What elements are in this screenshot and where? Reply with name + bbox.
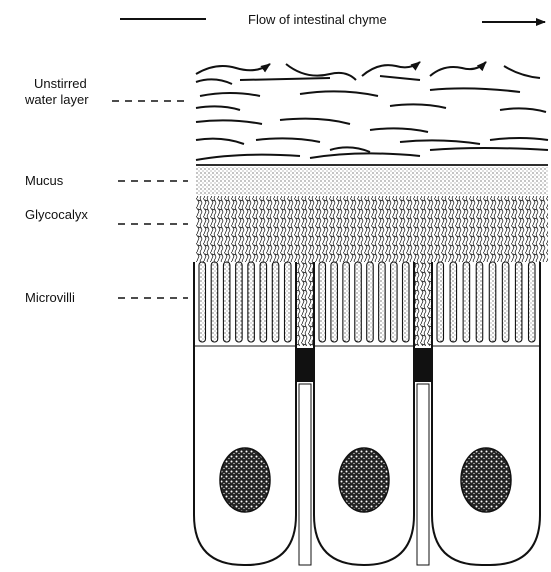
tight-junction xyxy=(415,348,431,382)
microvillus xyxy=(391,262,398,342)
microvillus xyxy=(211,262,218,342)
lateral-intercellular-space xyxy=(299,384,311,565)
label-unstirred-line2: water layer xyxy=(24,92,89,107)
microvillus xyxy=(272,262,279,342)
layer-labels: Unstirred water layer Mucus Glycocalyx M… xyxy=(24,76,190,305)
microvillus xyxy=(529,262,536,342)
microvillus xyxy=(355,262,362,342)
epithelial-cell xyxy=(432,262,540,565)
flow-label: Flow of intestinal chyme xyxy=(248,12,387,27)
microvillus xyxy=(285,262,292,342)
epithelial-cell xyxy=(194,262,296,565)
microvillus xyxy=(367,262,374,342)
flow-header: Flow of intestinal chyme xyxy=(120,12,545,27)
microvillus xyxy=(223,262,230,342)
label-mucus: Mucus xyxy=(25,173,64,188)
epithelial-cell xyxy=(314,262,414,565)
microvillus xyxy=(343,262,350,342)
microvillus xyxy=(248,262,255,342)
nucleus xyxy=(220,448,270,512)
lateral-intercellular-space xyxy=(417,384,429,565)
microvillus xyxy=(450,262,457,342)
glycocalyx-layer xyxy=(196,196,548,262)
label-glycocalyx: Glycocalyx xyxy=(25,207,88,222)
epithelial-cells xyxy=(194,262,540,565)
microvillus xyxy=(476,262,483,342)
microvillus xyxy=(236,262,243,342)
microvillus xyxy=(437,262,444,342)
intercellular-glycocalyx xyxy=(414,262,432,346)
unstirred-water-layer xyxy=(196,62,548,160)
microvillus xyxy=(463,262,470,342)
label-microvilli: Microvilli xyxy=(25,290,75,305)
label-unstirred-line1: Unstirred xyxy=(34,76,87,91)
tight-junction xyxy=(297,348,313,382)
microvillus xyxy=(319,262,326,342)
microvillus xyxy=(502,262,509,342)
microvillus xyxy=(403,262,410,342)
microvillus xyxy=(260,262,267,342)
microvillus xyxy=(331,262,338,342)
mucus-layer xyxy=(196,165,548,195)
microvillus xyxy=(199,262,206,342)
nucleus xyxy=(339,448,389,512)
microvillus xyxy=(489,262,496,342)
microvillus xyxy=(379,262,386,342)
microvillus xyxy=(515,262,522,342)
intercellular-glycocalyx xyxy=(296,262,314,346)
nucleus xyxy=(461,448,511,512)
